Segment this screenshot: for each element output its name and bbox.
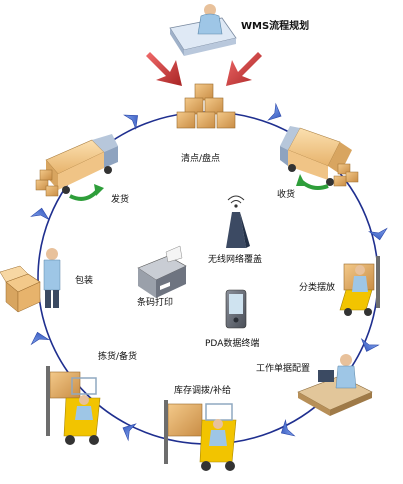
center-label-pda: PDA数据终端 bbox=[205, 339, 260, 349]
center-label-wireless: 无线网络覆盖 bbox=[208, 255, 263, 265]
cycle-arrow-6 bbox=[30, 331, 50, 346]
center-label-barcode: 条码打印 bbox=[137, 298, 174, 308]
node-label-count: 清点/盘点 bbox=[181, 154, 221, 164]
node-label-transfer: 库存调拨/补给 bbox=[174, 386, 232, 396]
picking-forklift-icon bbox=[46, 366, 101, 445]
node-label-pick: 拣货/备货 bbox=[98, 352, 138, 362]
barcode-printer-icon bbox=[137, 245, 187, 298]
cycle-arrow-8 bbox=[123, 114, 139, 131]
pda-device-icon bbox=[225, 289, 247, 329]
node-label-sort: 分类摆放 bbox=[299, 283, 336, 293]
shipping-truck-icon bbox=[35, 134, 118, 201]
cycle-arrow-2 bbox=[368, 227, 388, 241]
red-arrow-right bbox=[226, 52, 262, 86]
cycle-arrow-3 bbox=[360, 337, 380, 352]
cycle-arrow-1 bbox=[267, 102, 282, 121]
cycle-arrow-5 bbox=[122, 423, 137, 442]
planner-icon bbox=[169, 4, 237, 56]
wireless-tower-icon bbox=[226, 195, 250, 248]
cycle-arrow-7 bbox=[30, 207, 50, 221]
node-label-receive: 收货 bbox=[277, 190, 296, 200]
receiving-truck-icon bbox=[280, 126, 359, 190]
cycle-arrow-4 bbox=[280, 419, 296, 437]
node-label-ship: 发货 bbox=[111, 195, 130, 205]
stacked-boxes-icon bbox=[176, 83, 236, 129]
red-arrow-left bbox=[146, 52, 182, 86]
diagram-title: WMS流程规划 bbox=[241, 21, 310, 32]
sorting-forklift-icon bbox=[339, 256, 380, 316]
red-arrows bbox=[146, 52, 262, 86]
worksheet-desk-icon bbox=[297, 354, 373, 416]
transfer-forklift-icon bbox=[164, 400, 237, 471]
node-label-pack: 包装 bbox=[75, 276, 94, 286]
packing-worker-icon bbox=[0, 248, 61, 313]
node-label-worksheet: 工作单据配置 bbox=[256, 364, 311, 374]
cycle-arrows bbox=[30, 102, 388, 442]
